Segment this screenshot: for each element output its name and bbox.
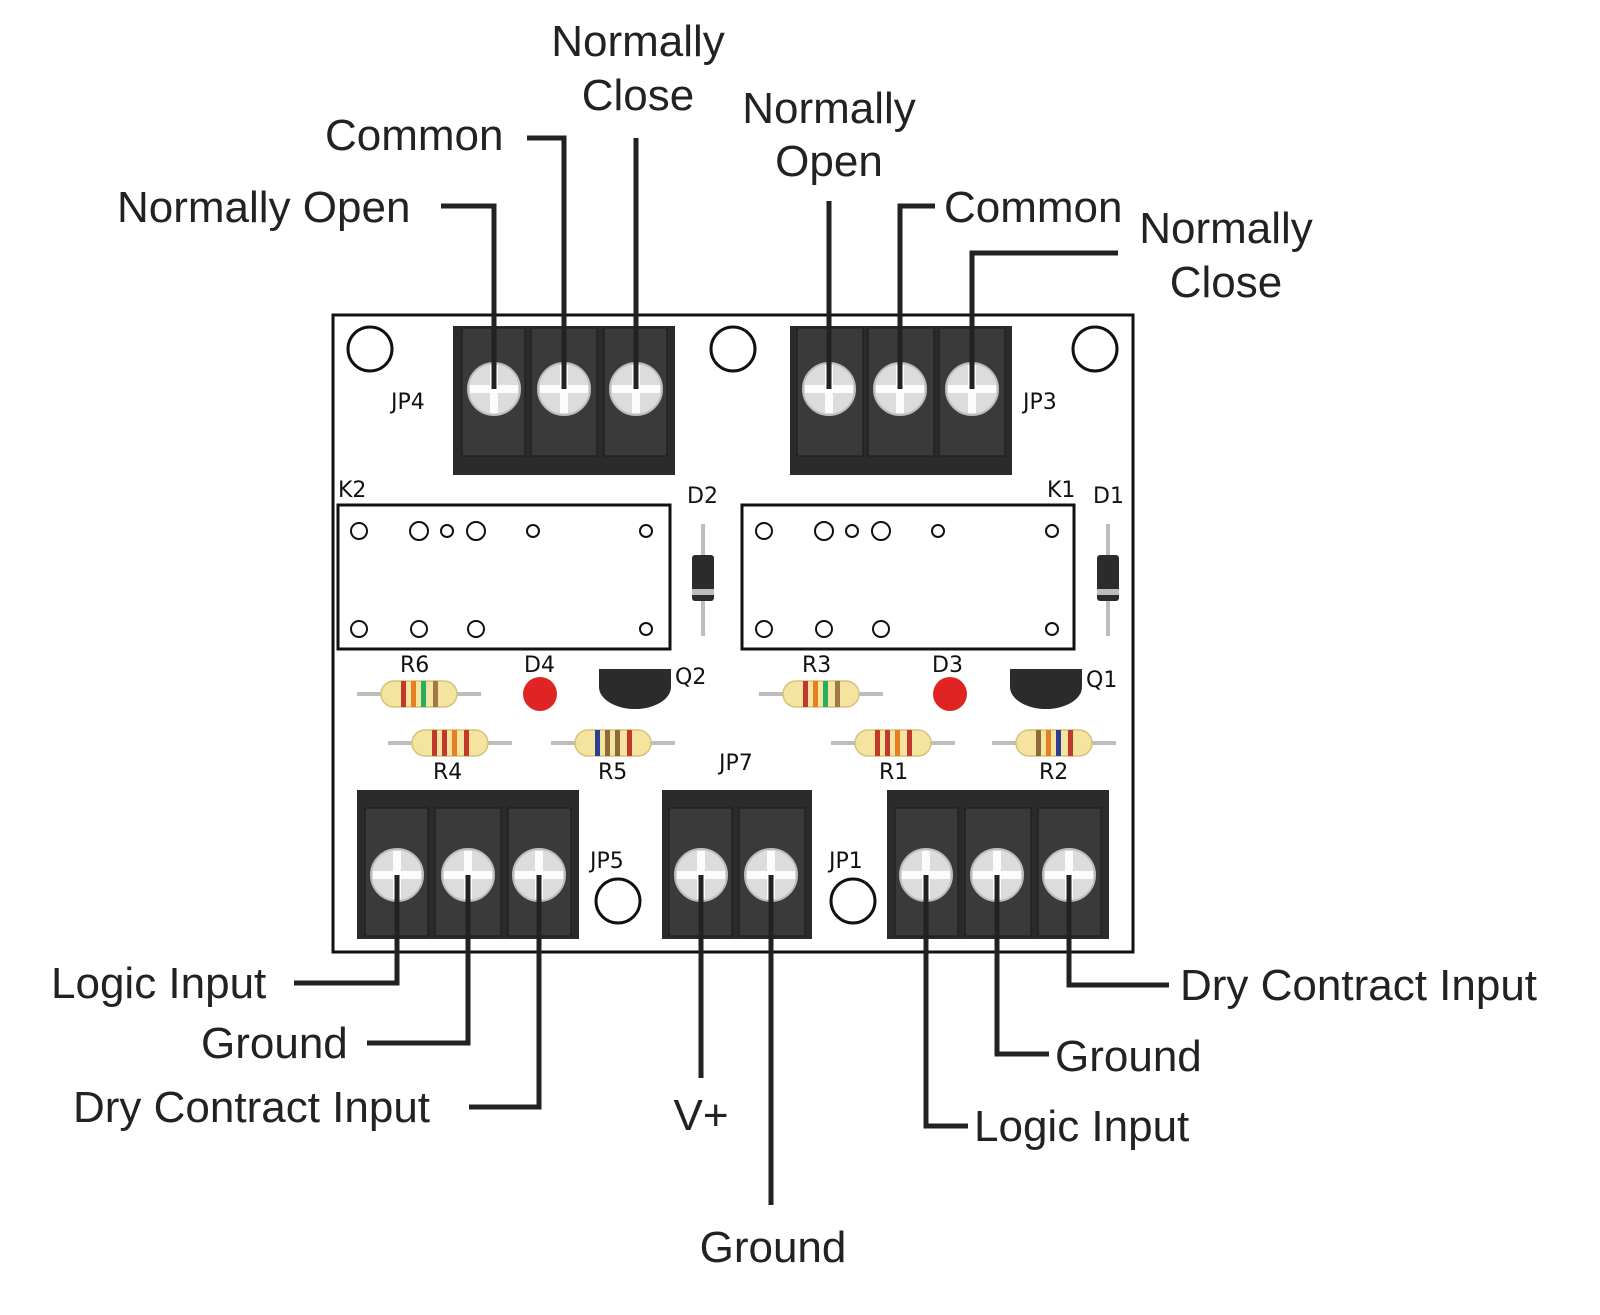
resistor-r3 bbox=[757, 679, 885, 709]
leader-left-logic bbox=[294, 875, 400, 986]
led-d3 bbox=[933, 677, 967, 711]
ref-jp7: JP7 bbox=[717, 751, 753, 776]
jumper-jp1 bbox=[829, 877, 877, 925]
ref-r6: R6 bbox=[400, 653, 429, 678]
ref-k1: K1 bbox=[1047, 478, 1075, 503]
ref-d3: D3 bbox=[932, 653, 963, 678]
resistor-r5 bbox=[549, 728, 677, 758]
label-jp4-nc-line1: Normally bbox=[551, 17, 725, 66]
ref-r3: R3 bbox=[802, 653, 831, 678]
label-jp3-common: Common bbox=[944, 183, 1123, 232]
terminal-block-jp7 bbox=[662, 790, 812, 939]
ref-jp3: JP3 bbox=[1021, 390, 1057, 415]
ref-q2: Q2 bbox=[675, 665, 706, 690]
resistor-r6 bbox=[355, 679, 483, 709]
label-jp4-nc-line2: Close bbox=[582, 71, 695, 120]
label-left-dry-contract-input: Dry Contract Input bbox=[73, 1083, 430, 1132]
ref-jp4: JP4 bbox=[389, 390, 425, 415]
leader-jp4-com bbox=[527, 135, 567, 389]
label-left-logic-input: Logic Input bbox=[51, 959, 266, 1008]
label-jp4-common: Common bbox=[325, 111, 504, 160]
label-jp3-nc-line2: Close bbox=[1170, 258, 1283, 307]
mounting-hole bbox=[709, 325, 757, 373]
label-jp3-no-line2: Open bbox=[775, 137, 883, 186]
ref-d4: D4 bbox=[524, 653, 555, 678]
ref-r4: R4 bbox=[433, 760, 462, 785]
leader-right-ground bbox=[994, 875, 1049, 1057]
mounting-hole bbox=[346, 325, 394, 373]
label-jp4-normally-open: Normally Open bbox=[117, 183, 410, 232]
ref-jp5: JP5 bbox=[588, 849, 624, 874]
ref-jp1: JP1 bbox=[827, 849, 863, 874]
transistor-q1 bbox=[1010, 669, 1082, 709]
led-d4 bbox=[523, 677, 557, 711]
leader-jp3-nc bbox=[969, 250, 1118, 389]
leader-jp3-com bbox=[897, 203, 935, 389]
ref-d1: D1 bbox=[1093, 484, 1124, 509]
label-jp3-no-line1: Normally bbox=[742, 84, 916, 133]
ref-k2: K2 bbox=[338, 478, 366, 503]
leader-right-logic bbox=[923, 875, 968, 1129]
relay-k2 bbox=[336, 503, 672, 651]
ref-r2: R2 bbox=[1039, 760, 1068, 785]
leader-left-dry bbox=[469, 875, 542, 1110]
label-left-ground: Ground bbox=[201, 1019, 348, 1068]
label-jp3-nc-line1: Normally bbox=[1139, 204, 1313, 253]
diode-d2 bbox=[692, 524, 714, 636]
leader-jp4-no bbox=[441, 203, 497, 389]
ref-r1: R1 bbox=[879, 760, 908, 785]
resistor-r2 bbox=[990, 728, 1118, 758]
label-right-dry-contract-input: Dry Contract Input bbox=[1180, 961, 1537, 1010]
label-right-logic-input: Logic Input bbox=[974, 1102, 1189, 1151]
relay-k1 bbox=[740, 503, 1076, 651]
leader-right-dry bbox=[1066, 875, 1169, 988]
jumper-jp5 bbox=[594, 877, 642, 925]
transistor-q2 bbox=[599, 669, 671, 709]
resistor-r4 bbox=[386, 728, 514, 758]
ref-r5: R5 bbox=[598, 760, 627, 785]
label-jp7-ground: Ground bbox=[700, 1223, 847, 1272]
leader-left-ground bbox=[367, 875, 471, 1046]
diode-d1 bbox=[1097, 524, 1119, 636]
label-vplus: V+ bbox=[673, 1091, 728, 1140]
ref-d2: D2 bbox=[687, 484, 718, 509]
resistor-r1 bbox=[829, 728, 957, 758]
mounting-hole bbox=[1071, 325, 1119, 373]
ref-q1: Q1 bbox=[1086, 668, 1117, 693]
label-right-ground: Ground bbox=[1055, 1032, 1202, 1081]
